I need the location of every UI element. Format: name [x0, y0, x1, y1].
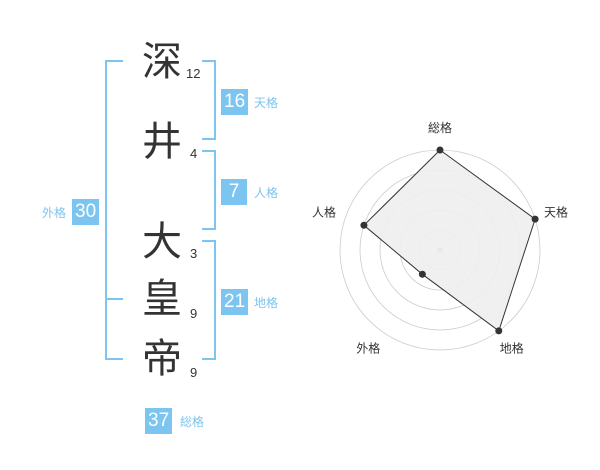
- radar-point-1: [436, 146, 444, 154]
- gaikaku-bracket: [105, 60, 123, 360]
- radar-point-5: [360, 221, 368, 229]
- gaikaku-bracket-mid: [105, 298, 123, 300]
- radar-point-3: [495, 327, 503, 335]
- radar-axis-label-4: 外格: [356, 341, 380, 356]
- radar-axis-label-3: 地格: [500, 341, 524, 356]
- gaikaku-label: 外格: [42, 206, 67, 220]
- chikaku-badge: 21: [221, 289, 249, 315]
- tenkaku-bracket: [202, 60, 216, 140]
- tenkaku-badge: 16: [221, 89, 249, 115]
- stroke-count-5: 9: [190, 365, 198, 380]
- name-char-4: 皇: [142, 276, 182, 322]
- name-char-1: 深: [142, 39, 182, 85]
- radar-point-2: [531, 215, 539, 223]
- jinkaku-badge: 7: [221, 179, 247, 205]
- jinkaku-bracket: [202, 150, 216, 230]
- gaikaku-badge: 30: [72, 199, 100, 225]
- radar-points: [360, 146, 539, 335]
- tenkaku-label: 天格: [254, 96, 279, 110]
- soukaku-badge: 37: [145, 408, 173, 434]
- name-char-3: 大: [142, 219, 182, 265]
- soukaku-label: 総格: [180, 415, 205, 429]
- stroke-count-1: 12: [186, 66, 201, 81]
- stroke-count-4: 9: [190, 306, 198, 321]
- jinkaku-label: 人格: [254, 186, 279, 200]
- chikaku-bracket: [202, 240, 216, 360]
- chikaku-label: 地格: [254, 296, 279, 310]
- radar-axis-label-5: 人格: [312, 204, 336, 219]
- radar-axis-label-2: 天格: [544, 204, 568, 219]
- radar-shape: [363, 149, 536, 332]
- stroke-count-3: 3: [190, 246, 198, 261]
- name-char-5: 帝: [142, 336, 182, 382]
- radar-point-4: [418, 270, 426, 278]
- name-char-2: 井: [142, 119, 182, 165]
- radar-axis-label-1: 総格: [428, 120, 452, 135]
- stroke-count-2: 4: [190, 146, 198, 161]
